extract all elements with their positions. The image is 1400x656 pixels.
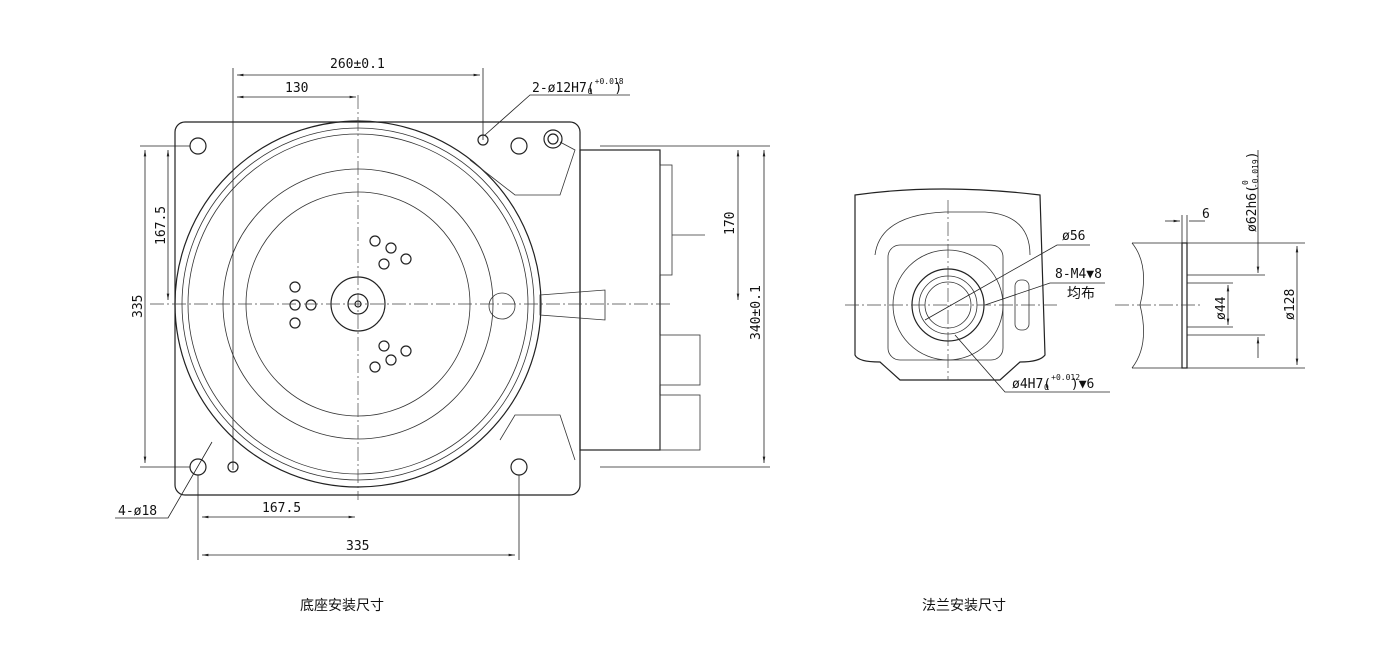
dim-d62: ø62h6(0-0.019) [1241,151,1260,232]
base-plate [174,121,581,496]
dim-even: 均布 [1067,286,1095,302]
dim-left-167: 167.5 [154,206,169,245]
flange-view-caption: 法兰安装尺寸 [922,598,1006,614]
flange-outline [854,188,1046,381]
connectors [659,164,705,451]
small-holes [289,235,412,373]
dim-d56: ø56 [1062,229,1085,244]
dim-6: 6 [1202,207,1210,222]
base-view-caption: 底座安装尺寸 [300,598,384,614]
dim-m4: 8-M4▼8 [1055,267,1102,282]
dim-left-335: 335 [131,295,146,318]
dim-bottom-167: 167.5 [262,501,301,516]
dim-right-170: 170 [723,212,738,235]
dim-bottom-335: 335 [346,539,369,554]
dim-260: 260±0.1 [330,57,385,72]
dim-right-340: 340±0.1 [749,285,764,340]
rear-box [579,149,661,451]
dim-holes-4: 4-ø18 [118,504,157,519]
dim-d44: ø44 [1214,296,1229,320]
dim-d128: ø128 [1283,289,1298,320]
dim-130: 130 [285,81,308,96]
